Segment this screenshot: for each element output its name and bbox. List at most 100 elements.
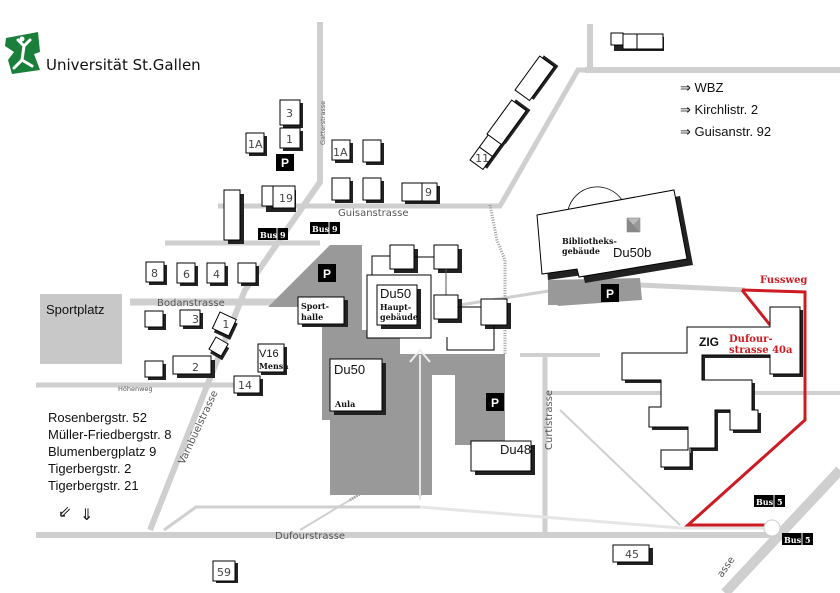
building-19[interactable] bbox=[272, 185, 296, 209]
bus-stop-5-south[interactable]: Bus 5 bbox=[782, 533, 813, 545]
svg-text:14: 14 bbox=[238, 379, 252, 392]
building-diag-mid[interactable] bbox=[486, 99, 527, 146]
svg-text:1: 1 bbox=[286, 133, 293, 146]
building-19-annex[interactable] bbox=[261, 185, 275, 207]
building-zig-complex[interactable] bbox=[621, 306, 803, 470]
svg-text:1A: 1A bbox=[333, 146, 348, 159]
building-hg-annex-2[interactable] bbox=[433, 244, 459, 270]
parking-sign[interactable]: P bbox=[318, 264, 336, 282]
building-top-right[interactable] bbox=[622, 33, 664, 50]
building-3-bodan[interactable] bbox=[179, 309, 201, 327]
svg-text:19: 19 bbox=[279, 192, 293, 205]
path-lower-mid bbox=[419, 505, 780, 530]
parking-sign[interactable]: P bbox=[276, 154, 294, 171]
external-locations-top-right: ⇒ WBZ ⇒ Kirchlistr. 2 ⇒ Guisanstr. 92 bbox=[680, 80, 771, 139]
building-long-west[interactable] bbox=[223, 189, 241, 241]
ext-location-item[interactable]: Müller-Friedbergstr. 8 bbox=[48, 427, 172, 442]
building-du50-aula[interactable] bbox=[329, 358, 383, 412]
svg-text:9: 9 bbox=[425, 186, 432, 199]
path-diagonal-east bbox=[559, 409, 681, 526]
building-bodan-corner[interactable] bbox=[237, 262, 257, 284]
street-label-hoehenweg: Höhenweg bbox=[118, 385, 153, 393]
svg-text:Du50: Du50 bbox=[380, 286, 411, 301]
path-to-library bbox=[459, 288, 556, 307]
library-skylight-icon bbox=[626, 217, 641, 233]
svg-text:Bus: Bus bbox=[260, 230, 278, 240]
arrow-down-icon: ⇓ bbox=[80, 507, 93, 524]
ext-location-item[interactable]: Tigerbergstr. 2 bbox=[48, 461, 131, 476]
svg-text:9: 9 bbox=[332, 224, 338, 234]
building-hg-annex-4[interactable] bbox=[480, 298, 508, 326]
svg-text:11: 11 bbox=[475, 152, 489, 165]
library-parking-area bbox=[548, 278, 642, 306]
svg-text:3: 3 bbox=[192, 313, 199, 326]
zig-label: ZIG bbox=[699, 335, 719, 349]
building-bodan-s3[interactable] bbox=[144, 360, 164, 378]
svg-text:2: 2 bbox=[192, 361, 199, 374]
building-v16-mensa[interactable] bbox=[257, 343, 285, 373]
building-du48[interactable] bbox=[470, 440, 532, 472]
svg-text:Bibliotheks-: Bibliotheks- bbox=[562, 236, 617, 246]
building-59[interactable] bbox=[212, 560, 236, 582]
street-label-curtistrasse: Curtistrasse bbox=[544, 390, 555, 450]
building-1-top[interactable] bbox=[279, 127, 301, 149]
svg-text:Bus: Bus bbox=[784, 535, 802, 545]
ext-location-item[interactable]: Tigerbergstr. 21 bbox=[48, 478, 139, 493]
external-locations-bottom-left: Rosenbergstr. 52 Müller-Friedbergstr. 8 … bbox=[48, 410, 172, 524]
building-1a-mid[interactable] bbox=[331, 139, 351, 161]
svg-text:8: 8 bbox=[151, 267, 158, 280]
building-unnamed-a[interactable] bbox=[362, 139, 382, 163]
building-14[interactable] bbox=[233, 375, 261, 394]
building-top-right-small[interactable] bbox=[610, 32, 624, 46]
building-6[interactable] bbox=[176, 262, 196, 284]
street-label-guisanstrasse: Guisanstrasse bbox=[338, 208, 408, 219]
building-diag-top[interactable] bbox=[514, 55, 555, 102]
building-unnamed-c[interactable] bbox=[362, 177, 382, 201]
dufour-40a-label-2: strasse 40a bbox=[729, 345, 793, 356]
building-1-bodan[interactable] bbox=[211, 311, 237, 337]
building-3-top[interactable] bbox=[279, 99, 301, 126]
building-bodan-s1[interactable] bbox=[144, 310, 164, 328]
bus-stop-9-west[interactable]: Bus 9 bbox=[258, 228, 288, 240]
building-du50b-bibliothek[interactable] bbox=[536, 189, 688, 278]
university-logo[interactable]: Universität St.Gallen bbox=[5, 32, 201, 74]
svg-text:P: P bbox=[606, 287, 614, 301]
svg-text:Aula: Aula bbox=[334, 399, 355, 409]
central-plaza bbox=[268, 245, 642, 500]
building-sporthalle[interactable] bbox=[297, 296, 345, 325]
ext-location-item[interactable]: Blumenbergplatz 9 bbox=[48, 444, 156, 459]
svg-text:5: 5 bbox=[777, 497, 783, 507]
dotted-path-north bbox=[488, 204, 507, 355]
building-45[interactable] bbox=[612, 544, 650, 563]
fussweg-route bbox=[684, 288, 807, 527]
building-1a-left[interactable] bbox=[245, 132, 265, 154]
svg-text:P: P bbox=[491, 396, 499, 410]
sportplatz-area bbox=[40, 294, 122, 364]
svg-text:Haupt-: Haupt- bbox=[380, 302, 411, 312]
ext-location-guisanstr[interactable]: ⇒ Guisanstr. 92 bbox=[680, 124, 771, 139]
parking-sign[interactable]: P bbox=[486, 393, 504, 411]
svg-text:9: 9 bbox=[280, 230, 286, 240]
parking-sign[interactable]: P bbox=[601, 284, 619, 302]
ext-location-kirchlistr[interactable]: ⇒ Kirchlistr. 2 bbox=[680, 102, 758, 117]
ext-location-item[interactable]: Rosenbergstr. 52 bbox=[48, 410, 147, 425]
building-2[interactable] bbox=[172, 355, 212, 375]
arrow-southwest-icon: ⇙ bbox=[58, 504, 71, 521]
fussweg-label: Fussweg bbox=[760, 275, 807, 286]
building-8[interactable] bbox=[145, 261, 165, 283]
svg-text:45: 45 bbox=[625, 548, 639, 561]
building-9-guisan[interactable] bbox=[401, 182, 438, 202]
building-4[interactable] bbox=[206, 262, 226, 284]
building-unnamed-b[interactable] bbox=[331, 177, 351, 201]
building-du50-hauptgebaeude[interactable] bbox=[376, 284, 418, 326]
building-hg-annex-1[interactable] bbox=[389, 244, 415, 270]
ext-location-wbz[interactable]: ⇒ WBZ bbox=[680, 80, 723, 95]
building-bodan-s2[interactable] bbox=[208, 336, 229, 357]
building-hg-annex-3[interactable] bbox=[433, 294, 459, 320]
path-to-fussweg bbox=[639, 282, 746, 293]
bus-stop-5-north[interactable]: Bus 5 bbox=[754, 495, 785, 507]
bus-stop-9-east[interactable]: Bus 9 bbox=[310, 222, 340, 234]
logo-text: Universität St.Gallen bbox=[46, 56, 201, 74]
svg-text:6: 6 bbox=[183, 268, 190, 281]
